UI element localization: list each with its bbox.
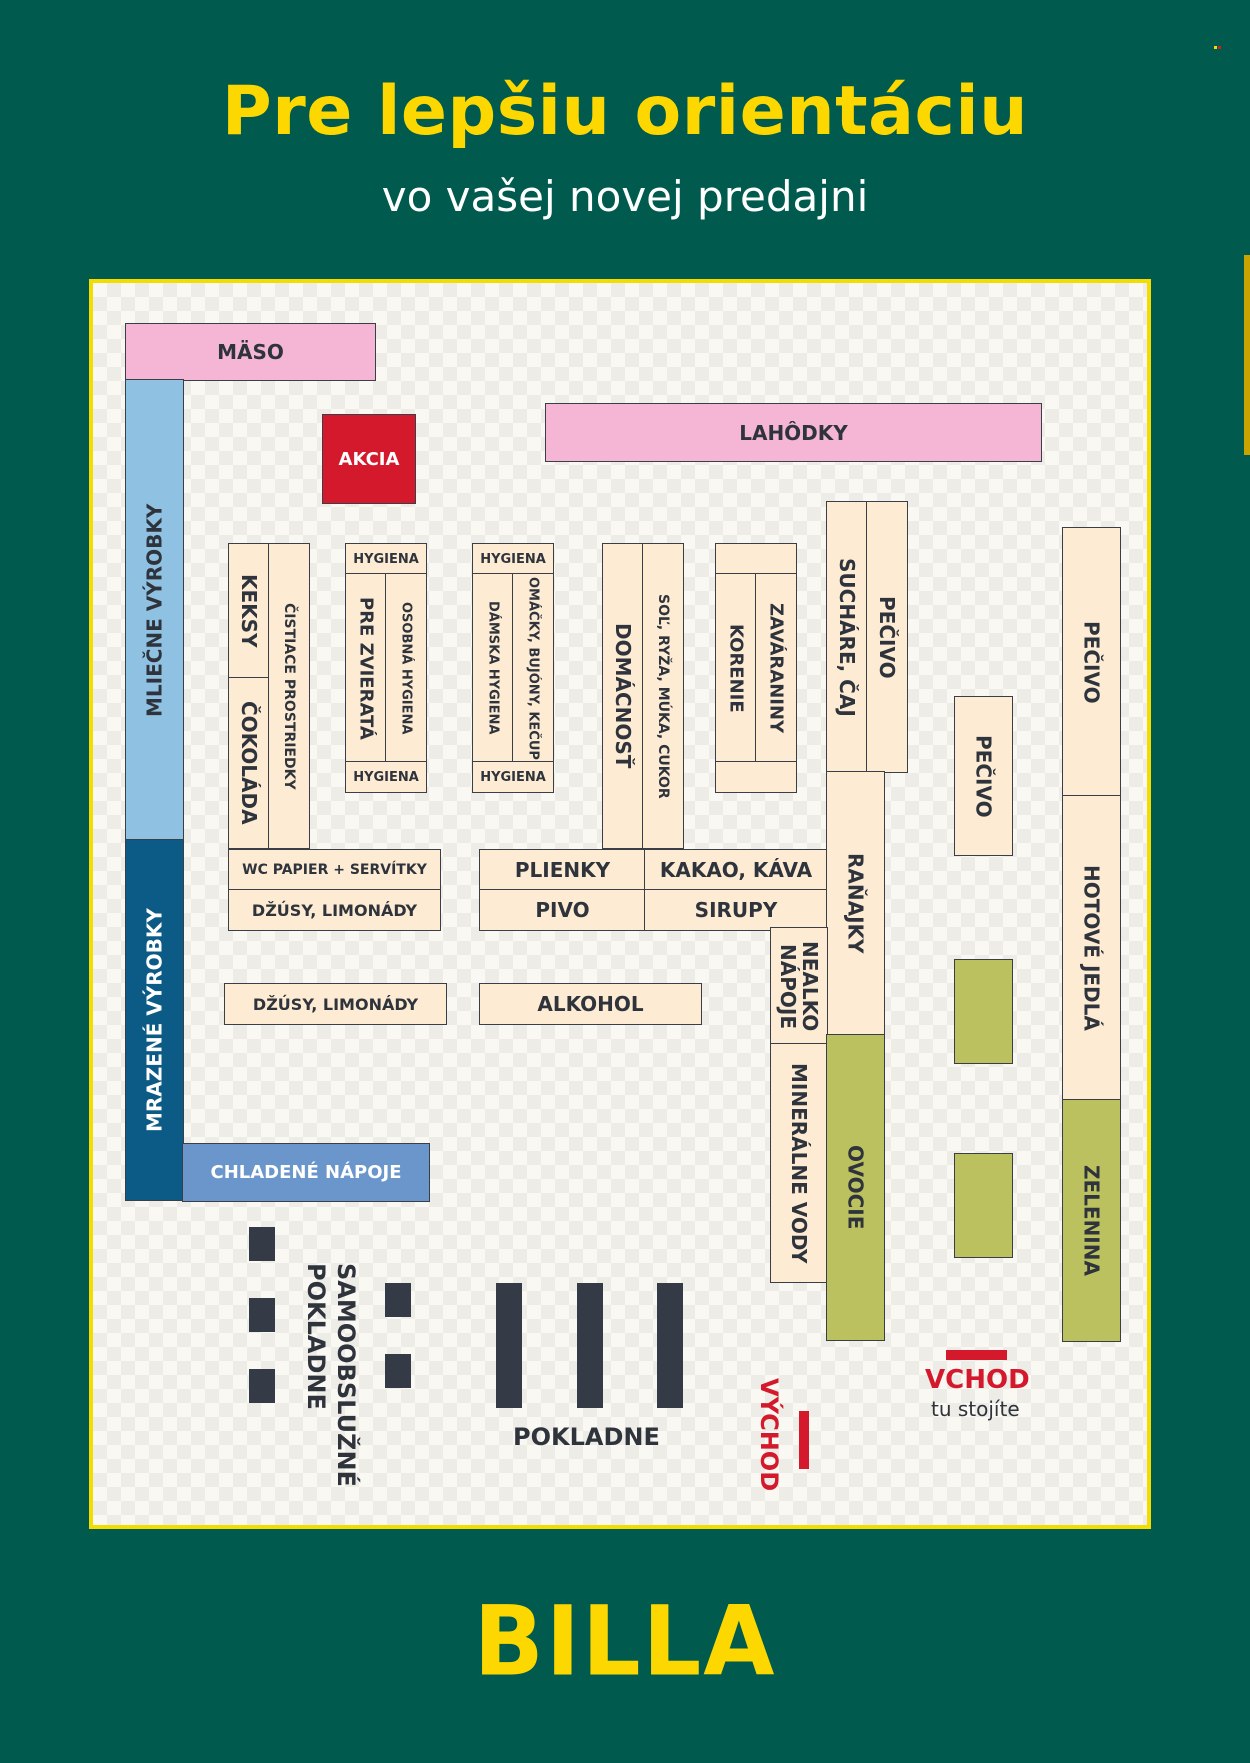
self-checkout-1	[249, 1227, 275, 1261]
section-hygiena-bottom-1: HYGIENA	[345, 761, 427, 793]
label-samoobsluzne-pokladne: SAMOOBSLUŽNÉ POKLADNE	[302, 1263, 360, 1487]
section-suchare-caj: SUCHÁRE, ČAJ	[826, 501, 868, 773]
label-pokladne: POKLADNE	[513, 1423, 660, 1451]
section-zavaraniny: ZAVÁRANINY	[755, 573, 797, 763]
page-subtitle: vo vašej novej predajni	[381, 172, 869, 221]
self-checkout-3	[249, 1369, 275, 1403]
section-osobna-hygiena: OSOBNÁ HYGIENA	[385, 573, 427, 763]
produce-stand-2	[954, 1153, 1013, 1258]
store-map: MÄSO LAHÔDKY AKCIA MLIEČNE VÝROBKY MRAZE…	[89, 279, 1151, 1529]
section-korenie: KORENIE	[715, 573, 757, 763]
section-sirupy: SIRUPY	[644, 889, 828, 931]
produce-stand-1	[954, 959, 1013, 1064]
section-alkohol: ALKOHOL	[479, 983, 702, 1025]
self-checkout-2	[249, 1298, 275, 1332]
section-damska-hygiena: DÁMSKA HYGIENA	[472, 573, 514, 763]
checkout-1	[496, 1283, 522, 1408]
section-hygiena-top-1: HYGIENA	[345, 543, 427, 575]
section-cokolada: ČOKOLÁDA	[228, 677, 270, 849]
section-pecivo-3: PEČIVO	[1062, 527, 1121, 797]
label-tu-stojite: tu stojíte	[931, 1397, 1020, 1421]
self-checkout-5	[385, 1354, 411, 1388]
section-pecivo-2: PEČIVO	[954, 696, 1013, 856]
section-ovocie: OVOCIE	[826, 1034, 885, 1341]
section-korenie-bottom	[715, 761, 797, 793]
section-mrazene-vyrobky: MRAZENÉ VÝROBKY	[125, 839, 184, 1201]
section-domacnost: DOMÁCNOSŤ	[602, 543, 644, 849]
section-ranajky: RAŇAJKY	[826, 771, 885, 1036]
section-mineralne-vody: MINERÁLNE VODY	[770, 1043, 828, 1283]
section-hygiena-bottom-2: HYGIENA	[472, 761, 554, 793]
section-pivo: PIVO	[479, 889, 646, 931]
section-akcia: AKCIA	[322, 414, 416, 504]
entrance-marker	[946, 1350, 1007, 1360]
section-hotove-jedla: HOTOVÉ JEDLÁ	[1062, 795, 1121, 1101]
label-vychod: VÝCHOD	[755, 1378, 783, 1492]
section-maso: MÄSO	[125, 323, 376, 381]
checkout-3	[657, 1283, 683, 1408]
checkout-2	[577, 1283, 603, 1408]
section-sol-ryza: SOĽ, RYŽA, MÚKA, CUKOR	[642, 543, 684, 849]
edge-strip-red	[1244, 255, 1250, 455]
section-kakao-kava: KAKAO, KÁVA	[644, 849, 828, 891]
section-wc-papier: WC PAPIER + SERVÍTKY	[228, 849, 441, 891]
billa-logo: BILLA	[473, 1585, 777, 1698]
self-checkout-4	[385, 1283, 411, 1317]
section-omacky: OMÁČKY, BUJÓNY, KEČUP	[512, 573, 554, 763]
section-nealko-napoje: NEALKO NÁPOJE	[770, 927, 828, 1045]
section-cistiace-prostriedky: ČISTIACE PROSTRIEDKY	[268, 543, 310, 849]
section-keksy: KEKSY	[228, 543, 270, 679]
section-korenie-top	[715, 543, 797, 575]
section-plienky: PLIENKY	[479, 849, 646, 891]
section-mliecne-vyrobky: MLIEČNE VÝROBKY	[125, 379, 184, 841]
corner-mark	[1214, 34, 1222, 49]
section-dzusy-1: DŽÚSY, LIMONÁDY	[228, 889, 441, 931]
section-zelenina: ZELENINA	[1062, 1099, 1121, 1342]
section-lahodky: LAHÔDKY	[545, 403, 1042, 462]
section-hygiena-top-2: HYGIENA	[472, 543, 554, 575]
section-dzusy-2: DŽÚSY, LIMONÁDY	[224, 983, 447, 1025]
section-chladene-napoje: CHLADENÉ NÁPOJE	[182, 1143, 430, 1202]
exit-marker	[799, 1411, 809, 1469]
page-title: Pre lepšiu orientáciu	[221, 72, 1029, 151]
section-pre-zvierata: PRE ZVIERATÁ	[345, 573, 387, 763]
section-pecivo-1: PEČIVO	[866, 501, 908, 773]
label-vchod: VCHOD	[925, 1365, 1030, 1395]
